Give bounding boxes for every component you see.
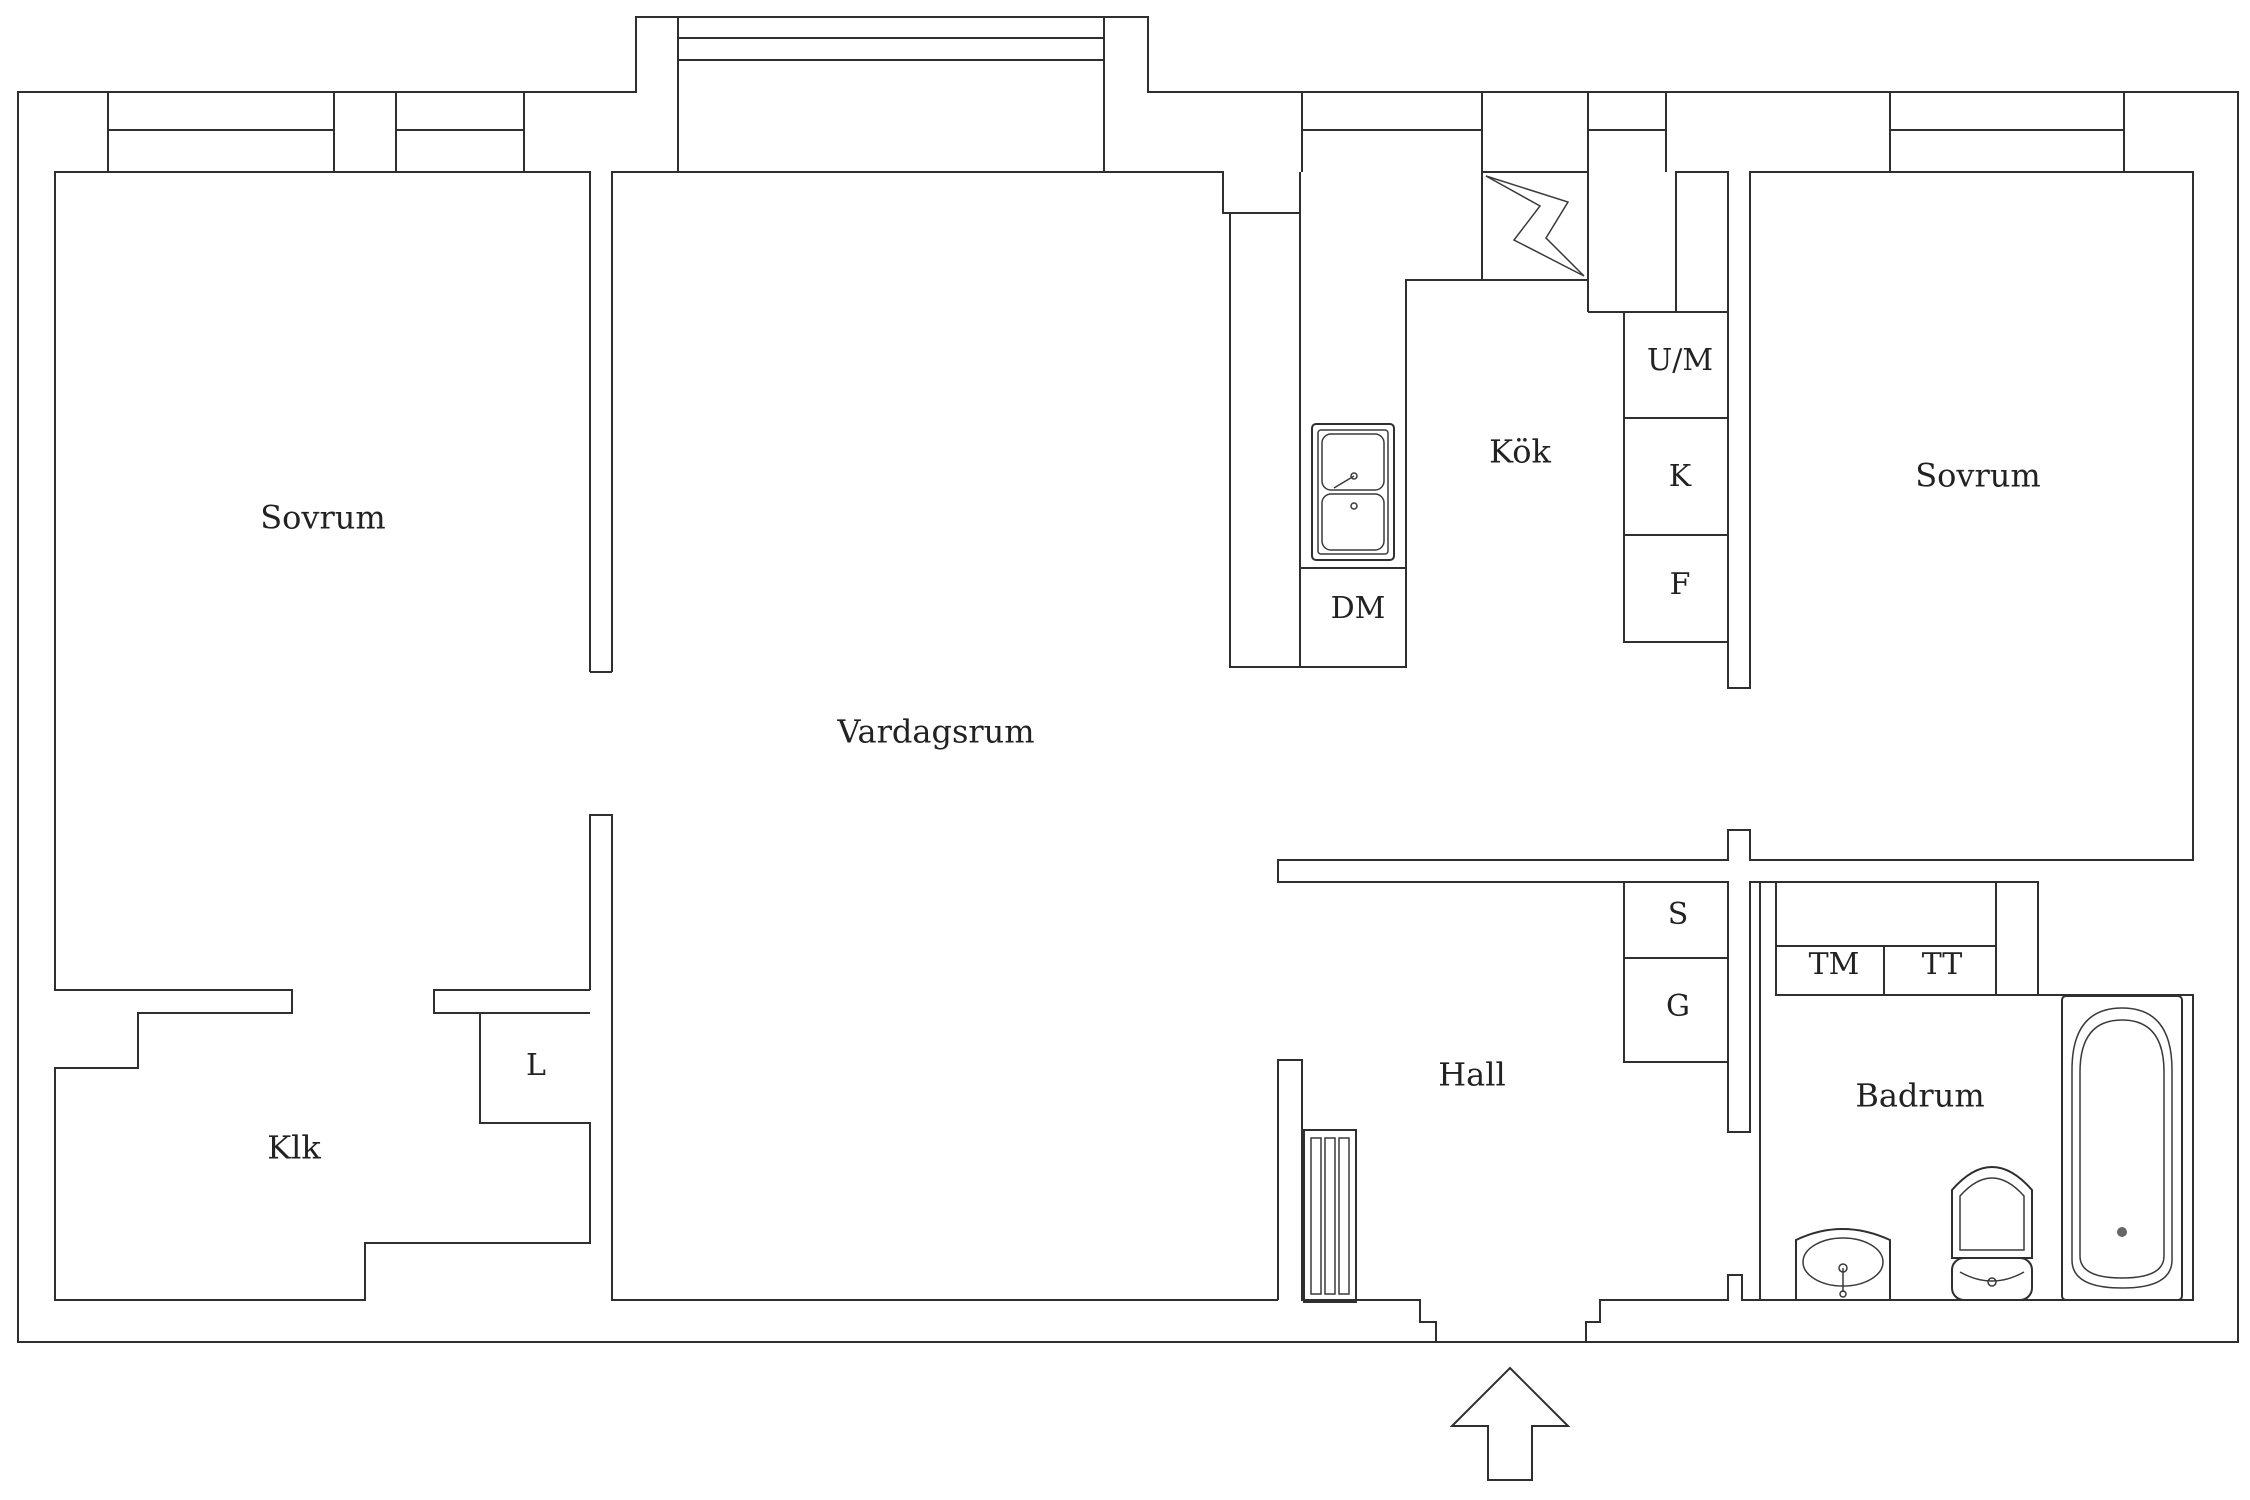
toilet-icon bbox=[1951, 1166, 2033, 1301]
inner-walls bbox=[54, 17, 2194, 1342]
bathtub-icon bbox=[2061, 995, 2183, 1301]
room-label-badrum: Badrum bbox=[1855, 1077, 1984, 1115]
fixture-label-g: G bbox=[1666, 989, 1690, 1024]
room-label-klk: Klk bbox=[267, 1129, 321, 1167]
room-label-vardagsrum: Vardagsrum bbox=[836, 713, 1034, 751]
stove-vent-icon bbox=[1481, 171, 1589, 281]
fixture-label-f: F bbox=[1670, 567, 1691, 602]
radiator-icon bbox=[1303, 1129, 1357, 1303]
outer-walls bbox=[17, 16, 2239, 1343]
fixture-label-s: S bbox=[1668, 897, 1689, 932]
room-label-sovrum-right: Sovrum bbox=[1915, 457, 2041, 495]
fixture-label-k: K bbox=[1669, 459, 1692, 494]
sink-icon bbox=[1311, 423, 1395, 561]
fixture-label-um: U/M bbox=[1647, 343, 1713, 378]
fixture-label-l: L bbox=[526, 1048, 546, 1083]
room-label-hall: Hall bbox=[1438, 1056, 1505, 1094]
fixture-label-tm: TM bbox=[1809, 947, 1860, 982]
fixture-label-tt: TT bbox=[1922, 947, 1963, 982]
room-label-kok: Kök bbox=[1489, 433, 1551, 471]
fixture-label-dm: DM bbox=[1331, 591, 1386, 626]
entrance-arrow-icon bbox=[1449, 1366, 1571, 1481]
room-label-sovrum-left: Sovrum bbox=[260, 499, 386, 537]
tall-cabinet bbox=[1675, 171, 1729, 313]
washbasin-icon bbox=[1795, 1228, 1891, 1300]
